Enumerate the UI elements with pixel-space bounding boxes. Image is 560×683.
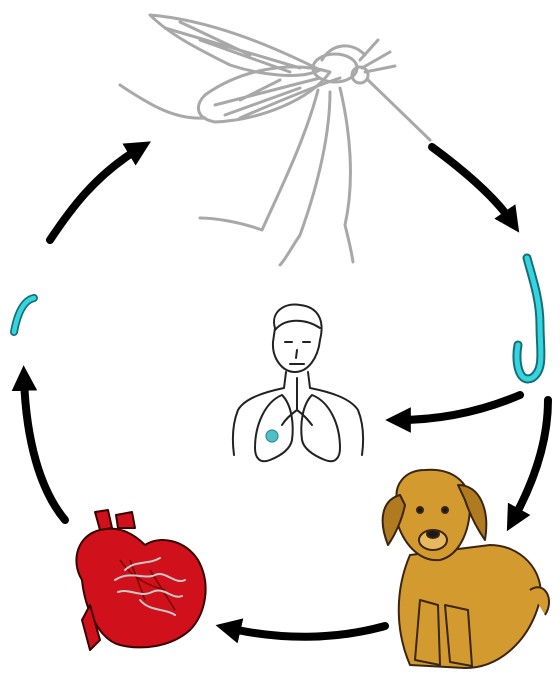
microfilaria-icon xyxy=(14,298,34,332)
arrow-mosquito-to-larva xyxy=(432,147,512,222)
human-lung-icon xyxy=(233,304,363,461)
mosquito-icon xyxy=(120,15,430,265)
heart-icon xyxy=(76,510,205,650)
arrow-microfilaria-to-mosquito xyxy=(50,148,140,240)
larva-icon xyxy=(517,258,541,379)
arrow-larva-to-human xyxy=(398,395,520,420)
arrow-dog-to-heart xyxy=(228,626,385,637)
arrow-heart-to-microfilaria xyxy=(24,378,65,520)
arrow-larva-to-dog xyxy=(513,400,548,520)
